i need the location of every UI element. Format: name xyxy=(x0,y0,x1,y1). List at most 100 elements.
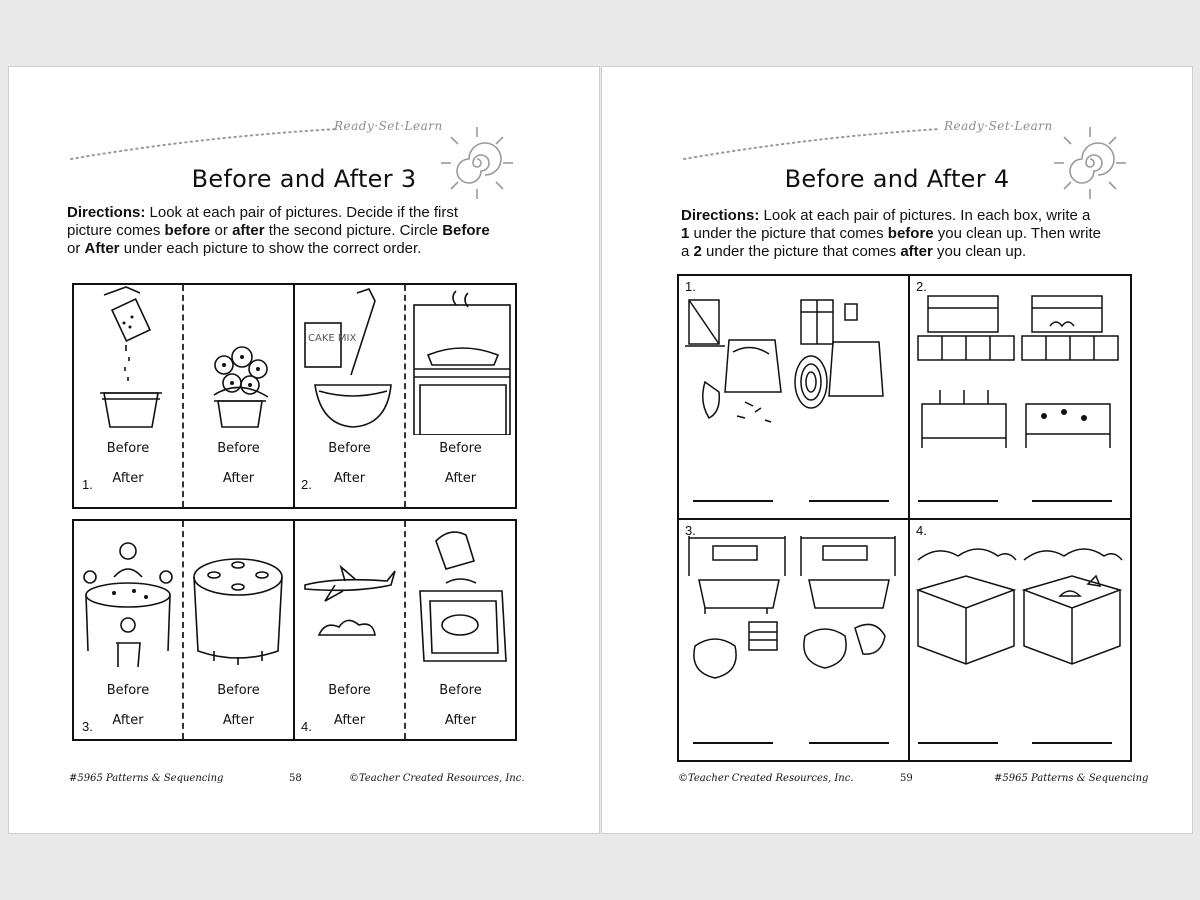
picture-panel-3b: Before After xyxy=(184,521,293,739)
before-choice[interactable]: Before xyxy=(328,441,371,456)
sun-spiral-icon xyxy=(441,127,513,199)
answer-line[interactable] xyxy=(1032,742,1112,744)
directions-label: Directions: xyxy=(681,207,760,224)
grid-horizontal-line xyxy=(679,518,1130,520)
brand-text: Ready·Set·Learn xyxy=(334,119,443,133)
answer-line[interactable] xyxy=(693,500,773,502)
directions-after: after xyxy=(232,222,265,239)
dashed-divider xyxy=(182,521,184,739)
flower-pot-illustration xyxy=(213,346,269,428)
page-title: Before and After 3 xyxy=(191,165,417,193)
before-choice[interactable]: Before xyxy=(439,683,482,698)
footer-right-text: ©Teacher Created Resources, Inc. xyxy=(349,773,525,784)
set-table-illustration xyxy=(193,558,283,665)
directions-label: Directions: xyxy=(67,204,146,221)
after-choice[interactable]: After xyxy=(333,471,366,486)
dashed-divider xyxy=(404,285,406,507)
directions-line3a: a xyxy=(681,243,694,260)
before-choice[interactable]: Before xyxy=(106,441,150,456)
item-number: 1. xyxy=(82,477,93,492)
page-title: Before and After 4 xyxy=(784,165,1010,193)
answer-line[interactable] xyxy=(809,742,889,744)
item-number: 4. xyxy=(916,523,927,538)
page-number: 59 xyxy=(900,773,913,784)
item-number: 3. xyxy=(685,523,696,538)
sun-spiral-icon xyxy=(1054,127,1126,199)
airplane-cloud-illustration xyxy=(304,564,396,636)
cleanup-box-4: 4. xyxy=(910,520,1130,760)
after-choice[interactable]: After xyxy=(112,471,144,486)
before-choice[interactable]: Before xyxy=(439,441,482,456)
cleanup-box-2: 2. xyxy=(910,276,1130,518)
answer-line[interactable] xyxy=(693,742,773,744)
answer-line[interactable] xyxy=(918,742,998,744)
right-page: Ready·Set·Learn Before and After 4 Direc… xyxy=(601,66,1193,834)
picture-panel-4a: Before After 4. xyxy=(295,521,404,739)
item-number: 1. xyxy=(685,279,696,294)
before-choice[interactable]: Before xyxy=(217,683,260,698)
picture-panel-2b: Before After xyxy=(406,285,515,507)
after-choice[interactable]: After xyxy=(112,713,144,728)
picture-panel-1b: Before After xyxy=(184,285,293,507)
directions-line2a: picture comes xyxy=(67,222,165,239)
answer-line[interactable] xyxy=(809,500,889,502)
dotted-arc-decoration xyxy=(70,128,338,160)
bathroom-illustration xyxy=(688,536,896,679)
cleanup-box-1: 1. xyxy=(679,276,908,518)
after-choice[interactable]: After xyxy=(444,471,477,486)
item-number: 2. xyxy=(916,279,927,294)
after-choice[interactable]: After xyxy=(222,713,255,728)
cleanup-box-3: 3. xyxy=(679,520,908,760)
brand-text: Ready·Set·Learn xyxy=(944,119,1053,133)
answer-line[interactable] xyxy=(918,500,998,502)
seed-packet-pot-illustration xyxy=(100,286,162,428)
directions-after: after xyxy=(900,243,933,260)
directions-number-1: 1 xyxy=(681,225,690,242)
cleanup-grid: 1. 2. xyxy=(677,274,1132,762)
directions-before: before xyxy=(887,225,934,242)
footer-right-text: #5965 Patterns & Sequencing xyxy=(994,773,1149,784)
sandbox-illustration xyxy=(915,548,1123,665)
directions-number-2: 2 xyxy=(693,243,702,260)
picture-panel-2a: CAKE MIX Before After 2. xyxy=(295,285,404,507)
suitcase-illustration xyxy=(419,531,507,662)
directions-line1: Look at each pair of pictures. In each b… xyxy=(759,207,1091,224)
before-choice[interactable]: Before xyxy=(106,683,150,698)
answer-line[interactable] xyxy=(1032,500,1112,502)
directions-line3c: you clean up. xyxy=(932,243,1027,260)
left-page: Ready·Set·Learn Before and After 3 Direc… xyxy=(8,66,600,834)
exercise-grid-top: Before After 1. Before After xyxy=(72,283,517,509)
directions-line1: Look at each pair of pictures. Decide if… xyxy=(145,204,459,221)
solid-divider xyxy=(293,285,295,507)
after-choice[interactable]: After xyxy=(444,713,477,728)
directions-before-cap: Before xyxy=(442,222,490,239)
dashed-divider xyxy=(404,521,406,739)
kitchen-illustration xyxy=(917,295,1119,448)
footer-left-text: ©Teacher Created Resources, Inc. xyxy=(678,773,854,784)
cake-box-text: CAKE MIX xyxy=(308,333,356,344)
directions-before: before xyxy=(164,222,211,239)
item-number: 4. xyxy=(301,719,312,734)
directions-line3b: under each picture to show the correct o… xyxy=(119,240,422,257)
before-choice[interactable]: Before xyxy=(217,441,260,456)
directions-line2b: under the picture that comes xyxy=(689,225,888,242)
footer-left-text: #5965 Patterns & Sequencing xyxy=(69,773,224,784)
family-dinner-illustration xyxy=(83,542,173,668)
dashed-divider xyxy=(182,285,184,507)
picture-panel-4b: Before After xyxy=(406,521,515,739)
directions-after-cap: After xyxy=(84,240,120,257)
bedroom-illustration xyxy=(685,299,884,423)
picture-panel-1a: Before After 1. xyxy=(74,285,182,507)
oven-pie-illustration xyxy=(413,290,511,435)
before-choice[interactable]: Before xyxy=(328,683,371,698)
after-choice[interactable]: After xyxy=(222,471,255,486)
directions-line2c: the second picture. Circle xyxy=(264,222,443,239)
picture-panel-3a: Before After 3. xyxy=(74,521,182,739)
after-choice[interactable]: After xyxy=(333,713,366,728)
directions-line2c: you clean up. Then write xyxy=(933,225,1101,242)
exercise-grid-bottom: Before After 3. Before After xyxy=(72,519,517,741)
directions-line3b: under the picture that comes xyxy=(701,243,901,260)
item-number: 3. xyxy=(82,719,93,734)
directions-text: Directions: Look at each pair of picture… xyxy=(681,207,1151,261)
